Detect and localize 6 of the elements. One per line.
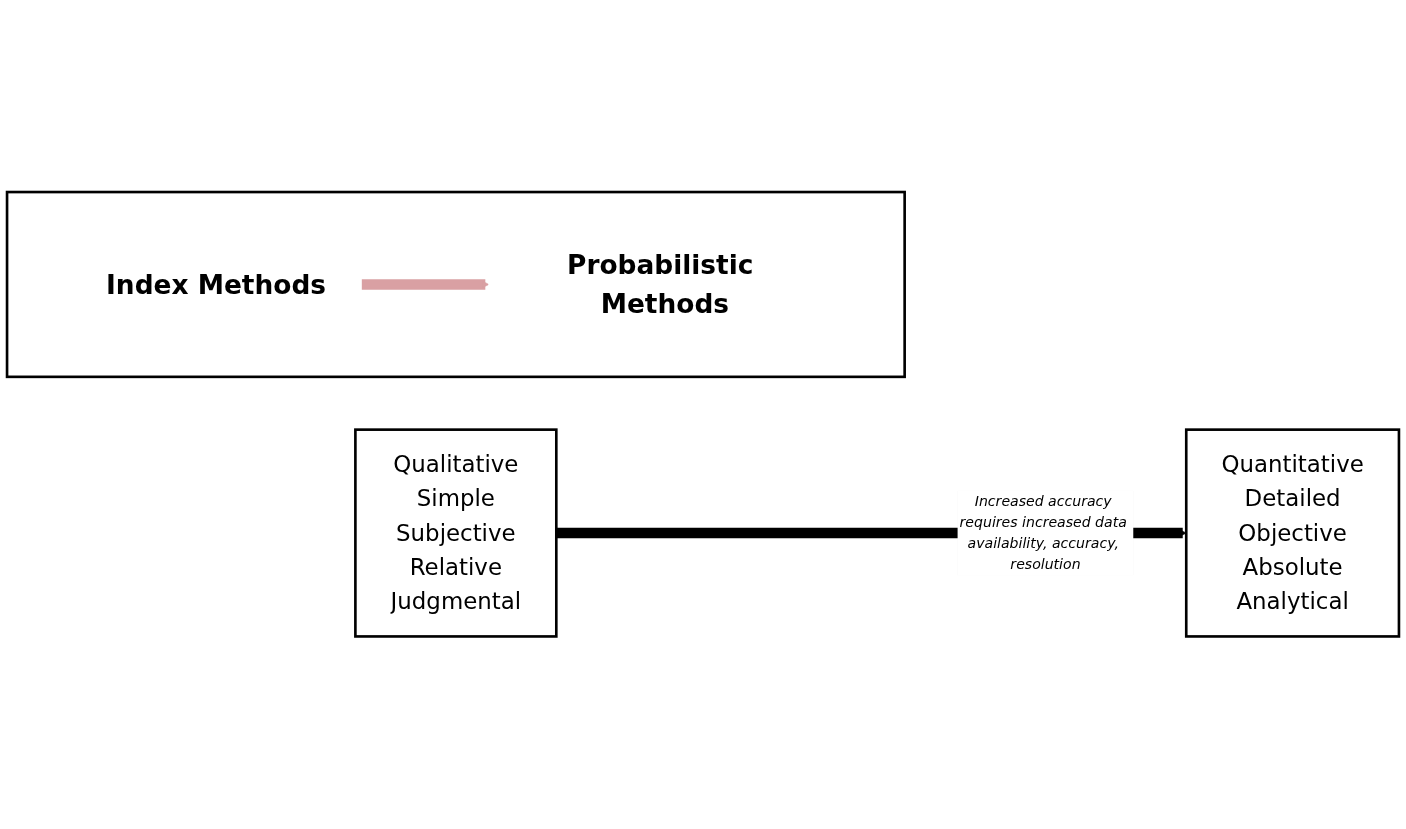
edge-label: Increased accuracy requires increased data availability, accuracy, resolution — [959, 492, 1127, 573]
node-text: Probabilistic Methods — [567, 249, 754, 320]
arrow — [361, 279, 490, 290]
cluster — [5, 190, 906, 379]
node-text: Index Methods — [106, 269, 327, 301]
node-box: Quantitative Detailed Objective Absolute Analytical — [1184, 428, 1401, 638]
